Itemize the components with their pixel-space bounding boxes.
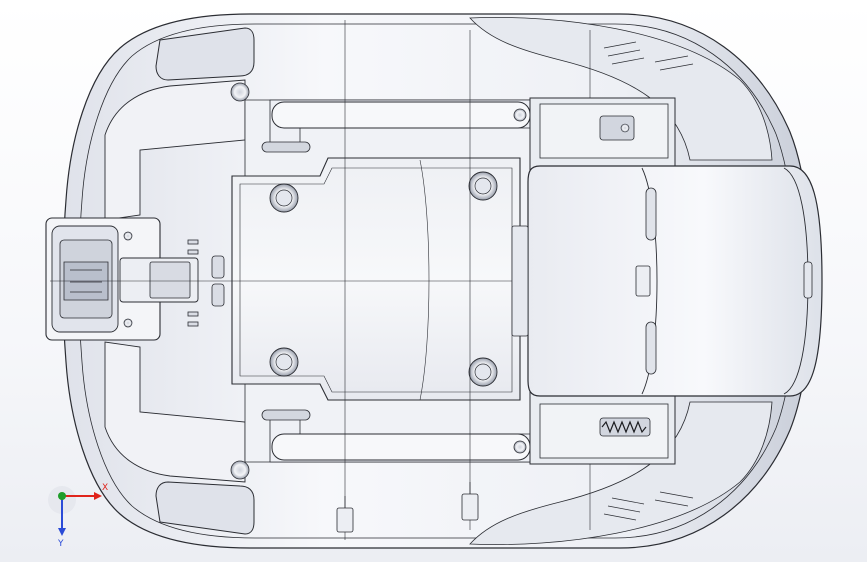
triad-y-label: Y: [57, 539, 64, 549]
upper-arm-bar[interactable]: [271, 101, 531, 129]
bottom-probes: [336, 482, 479, 533]
connector-features: [187, 239, 225, 327]
rear-cover-side-tab: [803, 261, 813, 299]
motor-mount-upper-bolt: [620, 123, 630, 133]
front-recess-bottom: [230, 460, 250, 480]
front-bumper-pod-top[interactable]: [155, 27, 255, 81]
rear-cover-seam: [641, 167, 658, 395]
triad-z-origin: [58, 492, 66, 500]
battery-cover-inner: [239, 167, 513, 393]
latch-screw-bottom: [123, 318, 133, 328]
rear-cover[interactable]: [527, 165, 823, 397]
spring-coil: [601, 420, 647, 434]
latch-clip-tab: [149, 261, 191, 299]
upper-arm-pivot: [513, 108, 527, 122]
front-side-contour-top: [104, 79, 246, 221]
lower-slot: [261, 409, 311, 421]
front-side-contour-bottom: [104, 341, 246, 483]
rear-cover-rail: [511, 225, 529, 337]
upper-slot: [261, 141, 311, 153]
cover-screw-bosses: [269, 171, 498, 387]
lower-arm-pivot: [513, 440, 527, 454]
motor-mount-upper[interactable]: [599, 115, 635, 141]
front-recess-top: [230, 82, 250, 102]
rear-hood-upper: [469, 17, 773, 161]
latch-screw-top: [123, 231, 133, 241]
rear-cover-handle-bottom[interactable]: [645, 321, 657, 375]
battery-cover-plate[interactable]: [231, 157, 521, 401]
triad-y-arrowhead: [58, 528, 66, 536]
vent-slots-upper: [603, 41, 694, 71]
rear-cover-handle-top[interactable]: [645, 187, 657, 241]
front-bumper-pod-bottom[interactable]: [155, 481, 255, 535]
lower-arm-bar[interactable]: [271, 433, 531, 461]
cover-crease: [419, 159, 430, 401]
triad-x-label: X: [102, 483, 108, 493]
rear-hood-lower: [469, 401, 773, 545]
rear-cover-latch[interactable]: [635, 265, 651, 297]
coordinate-triad-icon: X Y: [48, 483, 108, 549]
vent-slots-lower: [603, 491, 694, 521]
triad-x-arrowhead: [94, 492, 102, 500]
